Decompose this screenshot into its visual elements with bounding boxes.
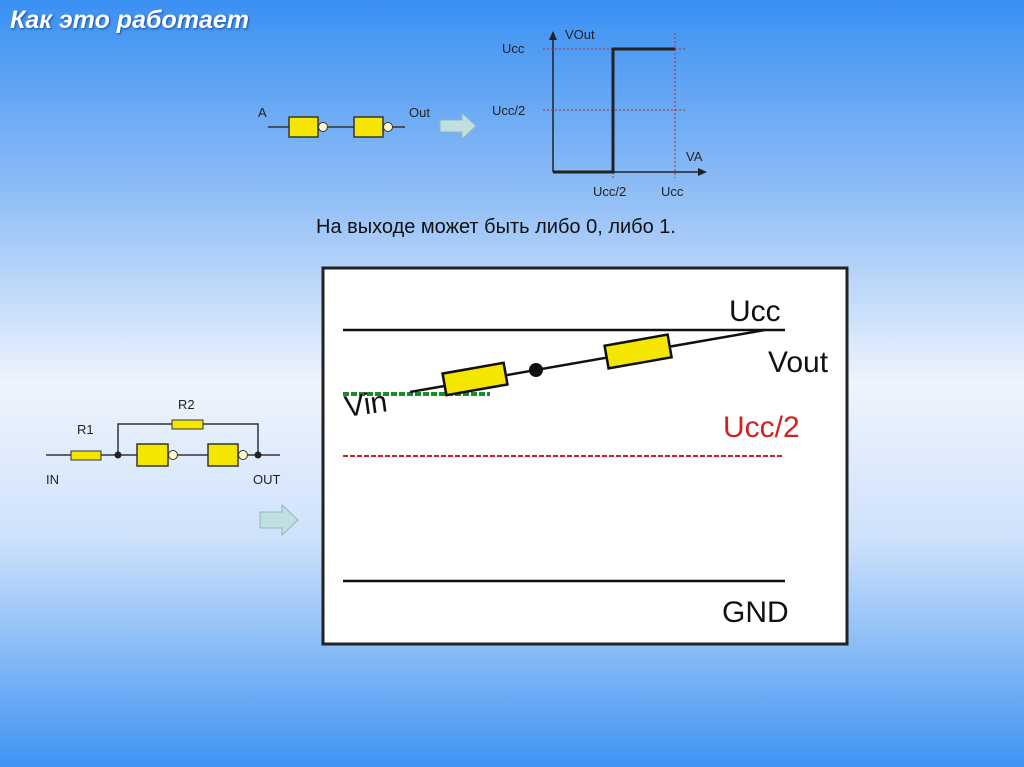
inverter-gate bbox=[136, 443, 169, 467]
y-axis-label: VOut bbox=[565, 27, 595, 42]
right-arrow-icon bbox=[259, 503, 299, 537]
inverter-gate bbox=[207, 443, 239, 467]
out-label: OUT bbox=[253, 472, 281, 487]
vin-label: Vin bbox=[342, 385, 389, 424]
lever-diagram: Ucc Vout Ucc/2 Vin GND bbox=[321, 266, 849, 646]
top-buffer-circuit: A Out bbox=[258, 105, 477, 141]
caption-text: На выходе может быть либо 0, либо 1. bbox=[316, 216, 676, 238]
resistor-r2 bbox=[171, 419, 204, 430]
resistor-r1 bbox=[70, 450, 102, 461]
y-tick-ucc: Ucc bbox=[502, 41, 525, 56]
right-arrow-icon bbox=[439, 111, 477, 141]
gnd-label: GND bbox=[722, 596, 789, 629]
x-tick-half: Ucc/2 bbox=[593, 184, 626, 199]
ucc-half-label: Ucc/2 bbox=[723, 411, 800, 444]
inverter-bubble bbox=[318, 122, 328, 132]
slide-title: Как это работает bbox=[10, 6, 249, 34]
transfer-characteristic-graph: VOut VA Ucc Ucc/2 Ucc/2 Ucc bbox=[492, 27, 707, 199]
inverter-gate bbox=[353, 116, 384, 138]
resistor-feedback bbox=[603, 333, 674, 370]
resistor-in bbox=[441, 361, 509, 397]
output-label: Out bbox=[409, 105, 430, 120]
r2-label: R2 bbox=[178, 397, 195, 412]
node-dot bbox=[529, 363, 543, 377]
y-tick-half: Ucc/2 bbox=[492, 103, 525, 118]
x-tick-ucc: Ucc bbox=[661, 184, 684, 199]
feedback-circuit: R1 R2 IN OUT bbox=[46, 397, 299, 537]
input-label-a: A bbox=[258, 105, 267, 120]
inverter-bubble bbox=[383, 122, 393, 132]
ucc-label: Ucc bbox=[729, 295, 781, 328]
x-axis-label: VA bbox=[686, 149, 703, 164]
vout-label: Vout bbox=[768, 346, 829, 379]
r1-label: R1 bbox=[77, 422, 94, 437]
inverter-gate bbox=[288, 116, 319, 138]
in-label: IN bbox=[46, 472, 59, 487]
